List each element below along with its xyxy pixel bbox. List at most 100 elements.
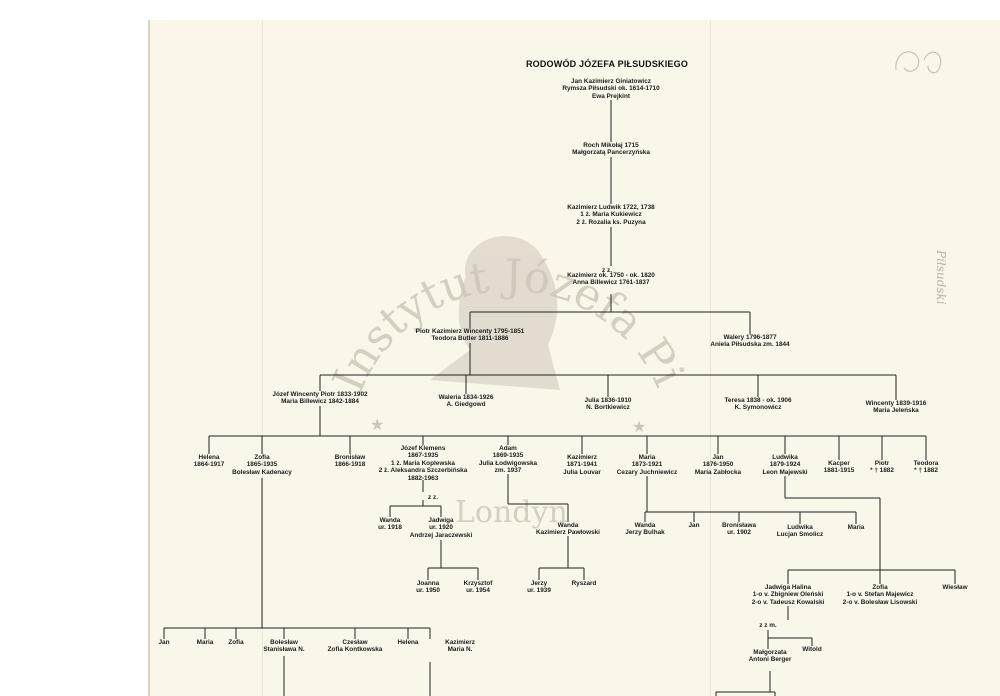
person-node-maria2: Maria (848, 524, 865, 531)
paper-fold-line (262, 20, 263, 696)
person-node-line: Aniela Piłsudska zm. 1844 (710, 341, 790, 349)
person-node-line: K. Symonowicz (734, 404, 782, 412)
person-node-line: Andrzej Jaraczewski (409, 531, 473, 539)
person-node-line: Waleria 1834-1926 (438, 394, 494, 401)
person-node-line: Bolesław (270, 639, 298, 646)
person-node-line: Adam (499, 445, 517, 452)
person-node-line: * † 1882 (870, 467, 894, 475)
person-node-line: Ewa Prejkint (591, 92, 630, 100)
person-node-line: Wanda (557, 522, 579, 529)
marriage-marker: z z. (602, 267, 612, 274)
person-node-line: 1867-1935 (407, 452, 439, 460)
person-node-line: 1869-1935 (492, 452, 524, 460)
person-node-line: ur. 1950 (416, 587, 440, 595)
person-node-line: Zofia (254, 454, 270, 461)
person-node-line: 1876-1950 (702, 461, 734, 469)
person-node-line: 1866-1918 (334, 461, 366, 469)
person-node-line: Teodora (913, 460, 939, 467)
person-node-line: Maria N. (447, 646, 473, 654)
person-node-line: 2 ż. Rozalia ks. Puzyna (576, 218, 646, 226)
person-node-line: Kacper (828, 460, 850, 467)
person-node-teodora: Teodora* † 1882 (914, 460, 939, 475)
person-node-line: * † 1882 (914, 467, 938, 475)
person-node-line: Rymsza Piłsudski ok. 1614-1710 (562, 85, 660, 93)
person-node-line: Krzysztof (463, 580, 493, 587)
person-node-line: Walery 1796-1877 (723, 334, 777, 341)
marriage-marker: z z m. (759, 622, 777, 629)
person-node-line: Ludwika (772, 454, 798, 461)
person-node-wieslaw: Wiesław (942, 584, 967, 591)
person-node-line: Zofia (228, 639, 244, 646)
person-node-line: Piotr Kazimierz Wincenty 1795-1851 (415, 328, 525, 335)
person-node-line: Józef Wincenty Piotr 1833-1902 (272, 391, 368, 398)
person-node-line: Julia Louvar (563, 468, 601, 476)
person-node-line: 2-o v. Tadeusz Kowalski (751, 598, 825, 606)
person-node-jan3: Jan (158, 639, 169, 646)
person-node-line: Teresa 1838 - ok. 1906 (724, 397, 792, 404)
person-node-maria3: Maria (197, 639, 214, 646)
person-node-line: Jerzy Bulhak (625, 529, 665, 537)
person-node-line: 1882-1963 (407, 474, 439, 482)
person-node-line: Ludwika (787, 524, 813, 531)
person-node-helena2: Helena (398, 639, 419, 646)
person-node-line: 1879-1924 (769, 461, 801, 469)
paper-fold-line (710, 20, 711, 696)
person-node-line: Anna Billewicz 1761-1837 (572, 279, 650, 287)
person-node-line: Maria (847, 524, 865, 531)
person-node-line: Jan (158, 639, 170, 646)
pencil-scribble (895, 51, 942, 74)
person-node-piotr: Piotr* † 1882 (870, 460, 894, 475)
person-node-line: 1-o v. Stefan Majewicz (846, 591, 914, 599)
person-node-line: Bolesław Kadenacy (232, 468, 292, 476)
person-node-line: Jan (688, 522, 700, 529)
person-node-line: 2 ż. Aleksandra Szczerbińska (378, 467, 468, 475)
person-node-line: Antoni Berger (748, 656, 792, 664)
person-node-line: Wincenty 1839-1916 (865, 400, 927, 407)
person-node-line: ur. 1902 (727, 529, 751, 537)
person-node-line: Ryszard (571, 580, 597, 587)
person-node-line: Maria (638, 454, 656, 461)
person-node-line: 1 ż. Maria Kukiewicz (580, 211, 642, 219)
person-node-line: Kazimierz ok. 1750 - ok. 1820 (567, 272, 655, 279)
person-node-line: 1865-1935 (246, 461, 278, 469)
person-node-line: 1873-1921 (631, 461, 663, 469)
person-node-line: Helena (198, 454, 220, 461)
person-node-line: Czesław (342, 639, 368, 646)
person-node-witold: Witold (802, 646, 821, 653)
person-node-line: Małgorzata (753, 649, 787, 656)
person-node-line: Małgorzatą Pancerzyńska (572, 149, 650, 157)
person-node-line: ur. 1918 (378, 524, 402, 532)
person-node-line: Maria (196, 639, 214, 646)
page-title: RODOWÓD JÓZEFA PIŁSUDSKIEGO (525, 59, 689, 69)
person-node-line: Maria Billewicz 1842-1884 (281, 398, 359, 406)
marriage-marker: z z. (428, 494, 438, 501)
person-node-line: Julia Łodwigowska (478, 459, 538, 467)
person-node-line: 1871-1941 (566, 461, 598, 469)
person-node-line: Roch Mikołaj 1715 (583, 142, 639, 149)
person-node-line: Joanna (416, 580, 440, 587)
